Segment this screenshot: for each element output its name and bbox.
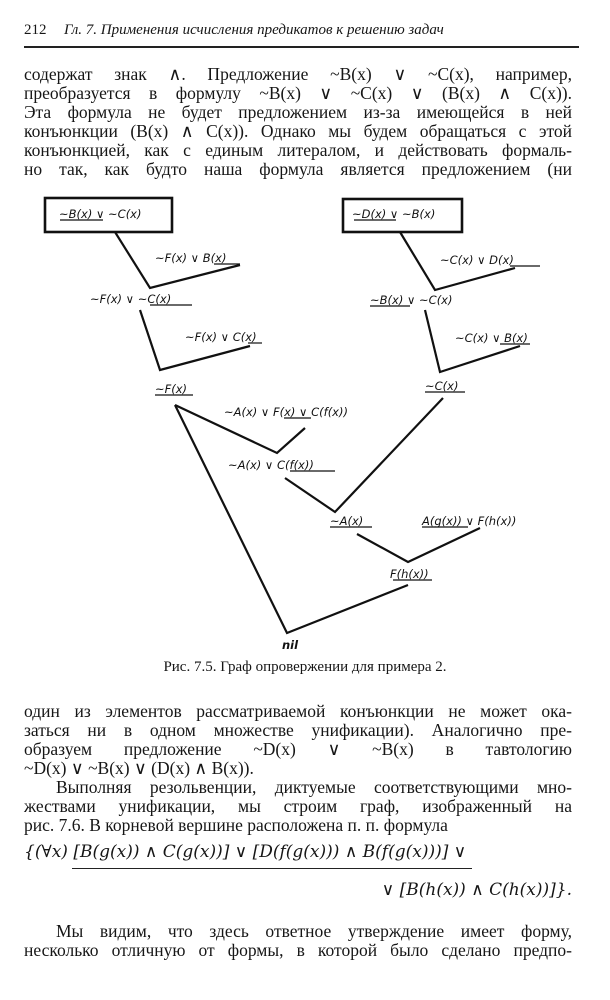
- text-line: рис. 7.6. В корневой вершине расположена…: [24, 815, 448, 835]
- graph-edges: [43, 196, 521, 635]
- text-line: преобразуется в формулу ~B(x) ∨ ~C(x) ∨ …: [24, 83, 572, 103]
- text-line: жествами унификации, мы строим граф, изо…: [24, 796, 572, 816]
- node-root-right: ~D(x) ∨ ~B(x): [352, 207, 435, 221]
- text-line: но так, как будто наша формула является …: [24, 159, 572, 179]
- node-resolvent-5: ~A(x) ∨ C(f(x)): [228, 458, 314, 472]
- formula-line-2: ∨ [B(h(x)) ∧ C(h(x))]}.: [381, 880, 572, 900]
- node-resolvent-2: ~F(x): [155, 382, 187, 396]
- node-root-left: ~B(x) ∨ ~C(x): [59, 207, 141, 221]
- node-axiom-1: ~F(x) ∨ B(x): [155, 251, 226, 265]
- edge: [174, 404, 409, 635]
- edge: [174, 404, 306, 455]
- root-box-right: [341, 197, 464, 234]
- text-line: конъюнкцией, как с единым литералом, и д…: [24, 140, 572, 160]
- text-line: содержат знак ∧. Предложение ~B(x) ∨ ~C(…: [24, 64, 572, 84]
- literal-underlines: [60, 219, 540, 581]
- formula-underline: [72, 868, 472, 869]
- node-axiom-6: A(g(x)) ∨ F(h(x)): [421, 514, 516, 528]
- text-line: конъюнкции (B(x) ∧ C(x)). Однако мы буде…: [24, 121, 572, 141]
- text-line: несколько отличную от формы, в которой б…: [24, 940, 572, 960]
- edge: [399, 231, 516, 292]
- node-resolvent-4: ~C(x): [425, 379, 458, 393]
- text-line: образуем предложение ~D(x) ∨ ~B(x) в тав…: [24, 739, 572, 759]
- node-resolvent-6: ~A(x): [330, 514, 363, 528]
- edge: [284, 397, 444, 514]
- edge: [138, 309, 251, 372]
- edge: [423, 309, 521, 374]
- page-number: 212: [24, 22, 47, 38]
- text-line: ~D(x) ∨ ~B(x) ∨ (D(x) ∧ B(x)).: [24, 758, 254, 778]
- refutation-graph: ~B(x) ∨ ~C(x) ~D(x) ∨ ~B(x) ~F(x) ∨ B(x)…: [43, 196, 540, 652]
- root-box-left: [43, 196, 174, 234]
- edge: [356, 527, 481, 564]
- text-line: Мы видим, что здесь ответное утверждение…: [56, 921, 572, 941]
- formula-line-1: {(∀x) [B(g(x)) ∧ C(g(x))] ∨ [D(f(g(x))) …: [24, 842, 467, 862]
- text-line: заться ни в одном множестве унификации).…: [24, 720, 572, 740]
- node-nil: nil: [282, 638, 299, 652]
- edge: [114, 231, 241, 290]
- node-axiom-3: ~C(x) ∨ D(x): [440, 253, 514, 267]
- node-resolvent-7: F(h(x)): [390, 567, 429, 581]
- node-axiom-2: ~F(x) ∨ C(x): [185, 330, 257, 344]
- text-line: Выполняя резольвенции, диктуемые соответ…: [56, 777, 572, 797]
- text-line: один из элементов рассматриваемой конъюн…: [24, 701, 572, 721]
- node-resolvent-1: ~F(x) ∨ ~C(x): [90, 292, 171, 306]
- header-rule: [24, 46, 579, 48]
- running-title: Гл. 7. Применения исчисления предикатов …: [64, 22, 444, 38]
- node-axiom-5: ~A(x) ∨ F(x) ∨ C(f(x)): [224, 405, 348, 419]
- text-line: Эта формула не будет предложением из-за …: [24, 102, 572, 122]
- figure-caption: Рис. 7.5. Граф опровержении для примера …: [163, 659, 447, 675]
- node-axiom-4: ~C(x) ∨ B(x): [455, 331, 528, 345]
- node-resolvent-3: ~B(x) ∨ ~C(x): [370, 293, 452, 307]
